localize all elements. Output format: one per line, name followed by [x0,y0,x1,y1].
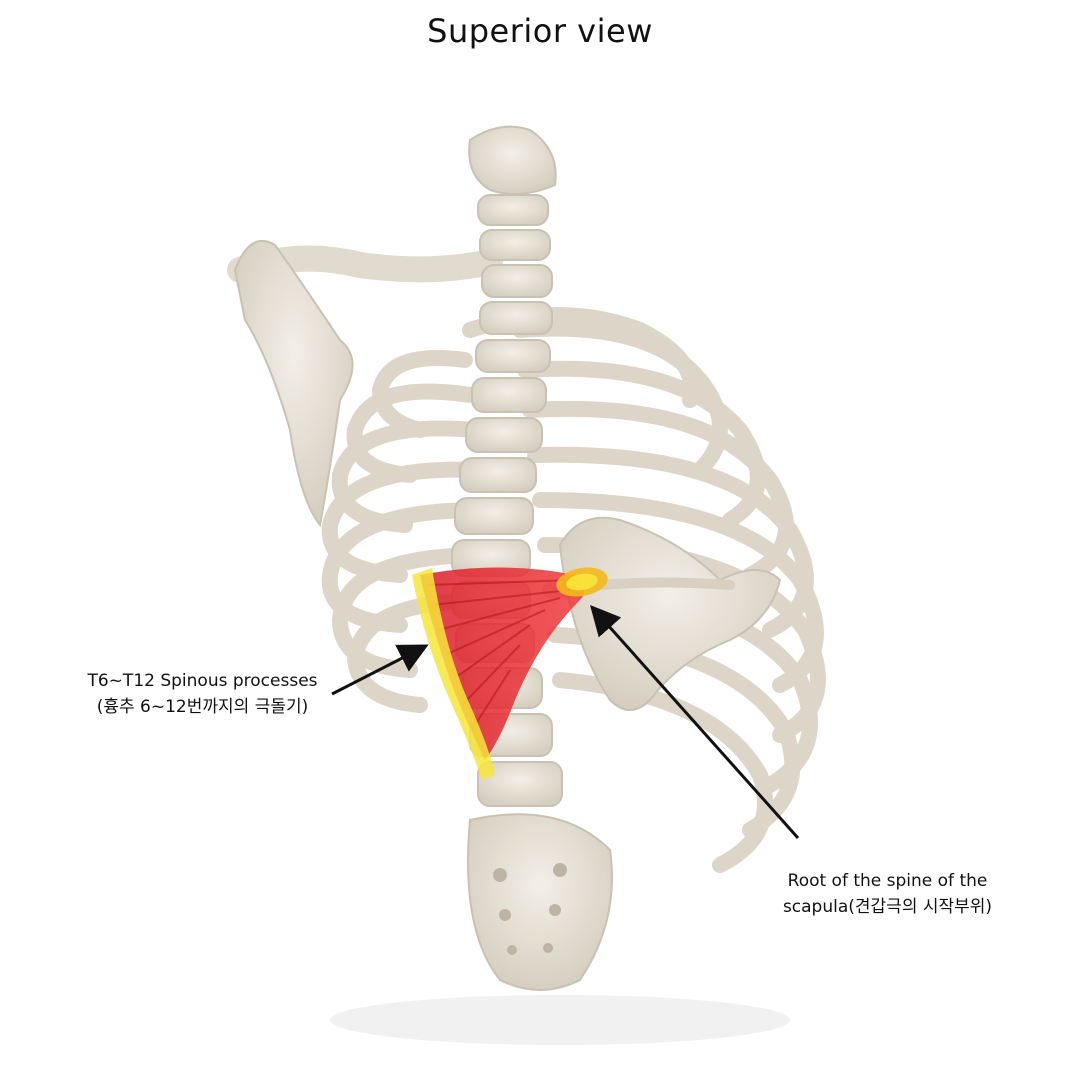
diagram-title: Superior view [427,12,653,50]
origin-label-line2: (흉추 6~12번까지의 극돌기) [96,697,309,717]
right-scapula [558,516,782,711]
insertion-label-line2: scapula(견갑극의 시작부위) [782,897,993,917]
origin-arrow [331,644,429,696]
muscle-highlight [412,567,608,780]
origin-label: T6~T12 Spinous processes (흉추 6~12번까지의 극돌… [60,668,345,720]
sacrum-foramina [493,863,567,955]
insertion-arrow [590,605,800,839]
spine [451,125,613,991]
origin-highlight [412,568,495,780]
floor-shadow [330,995,790,1045]
insertion-label: Root of the spine of the scapula(견갑극의 시작… [745,868,1030,920]
left-shoulder [227,239,503,528]
origin-label-line1: T6~T12 Spinous processes [87,671,318,691]
rib-cage [321,307,826,873]
insertion-label-line1: Root of the spine of the [787,871,988,891]
